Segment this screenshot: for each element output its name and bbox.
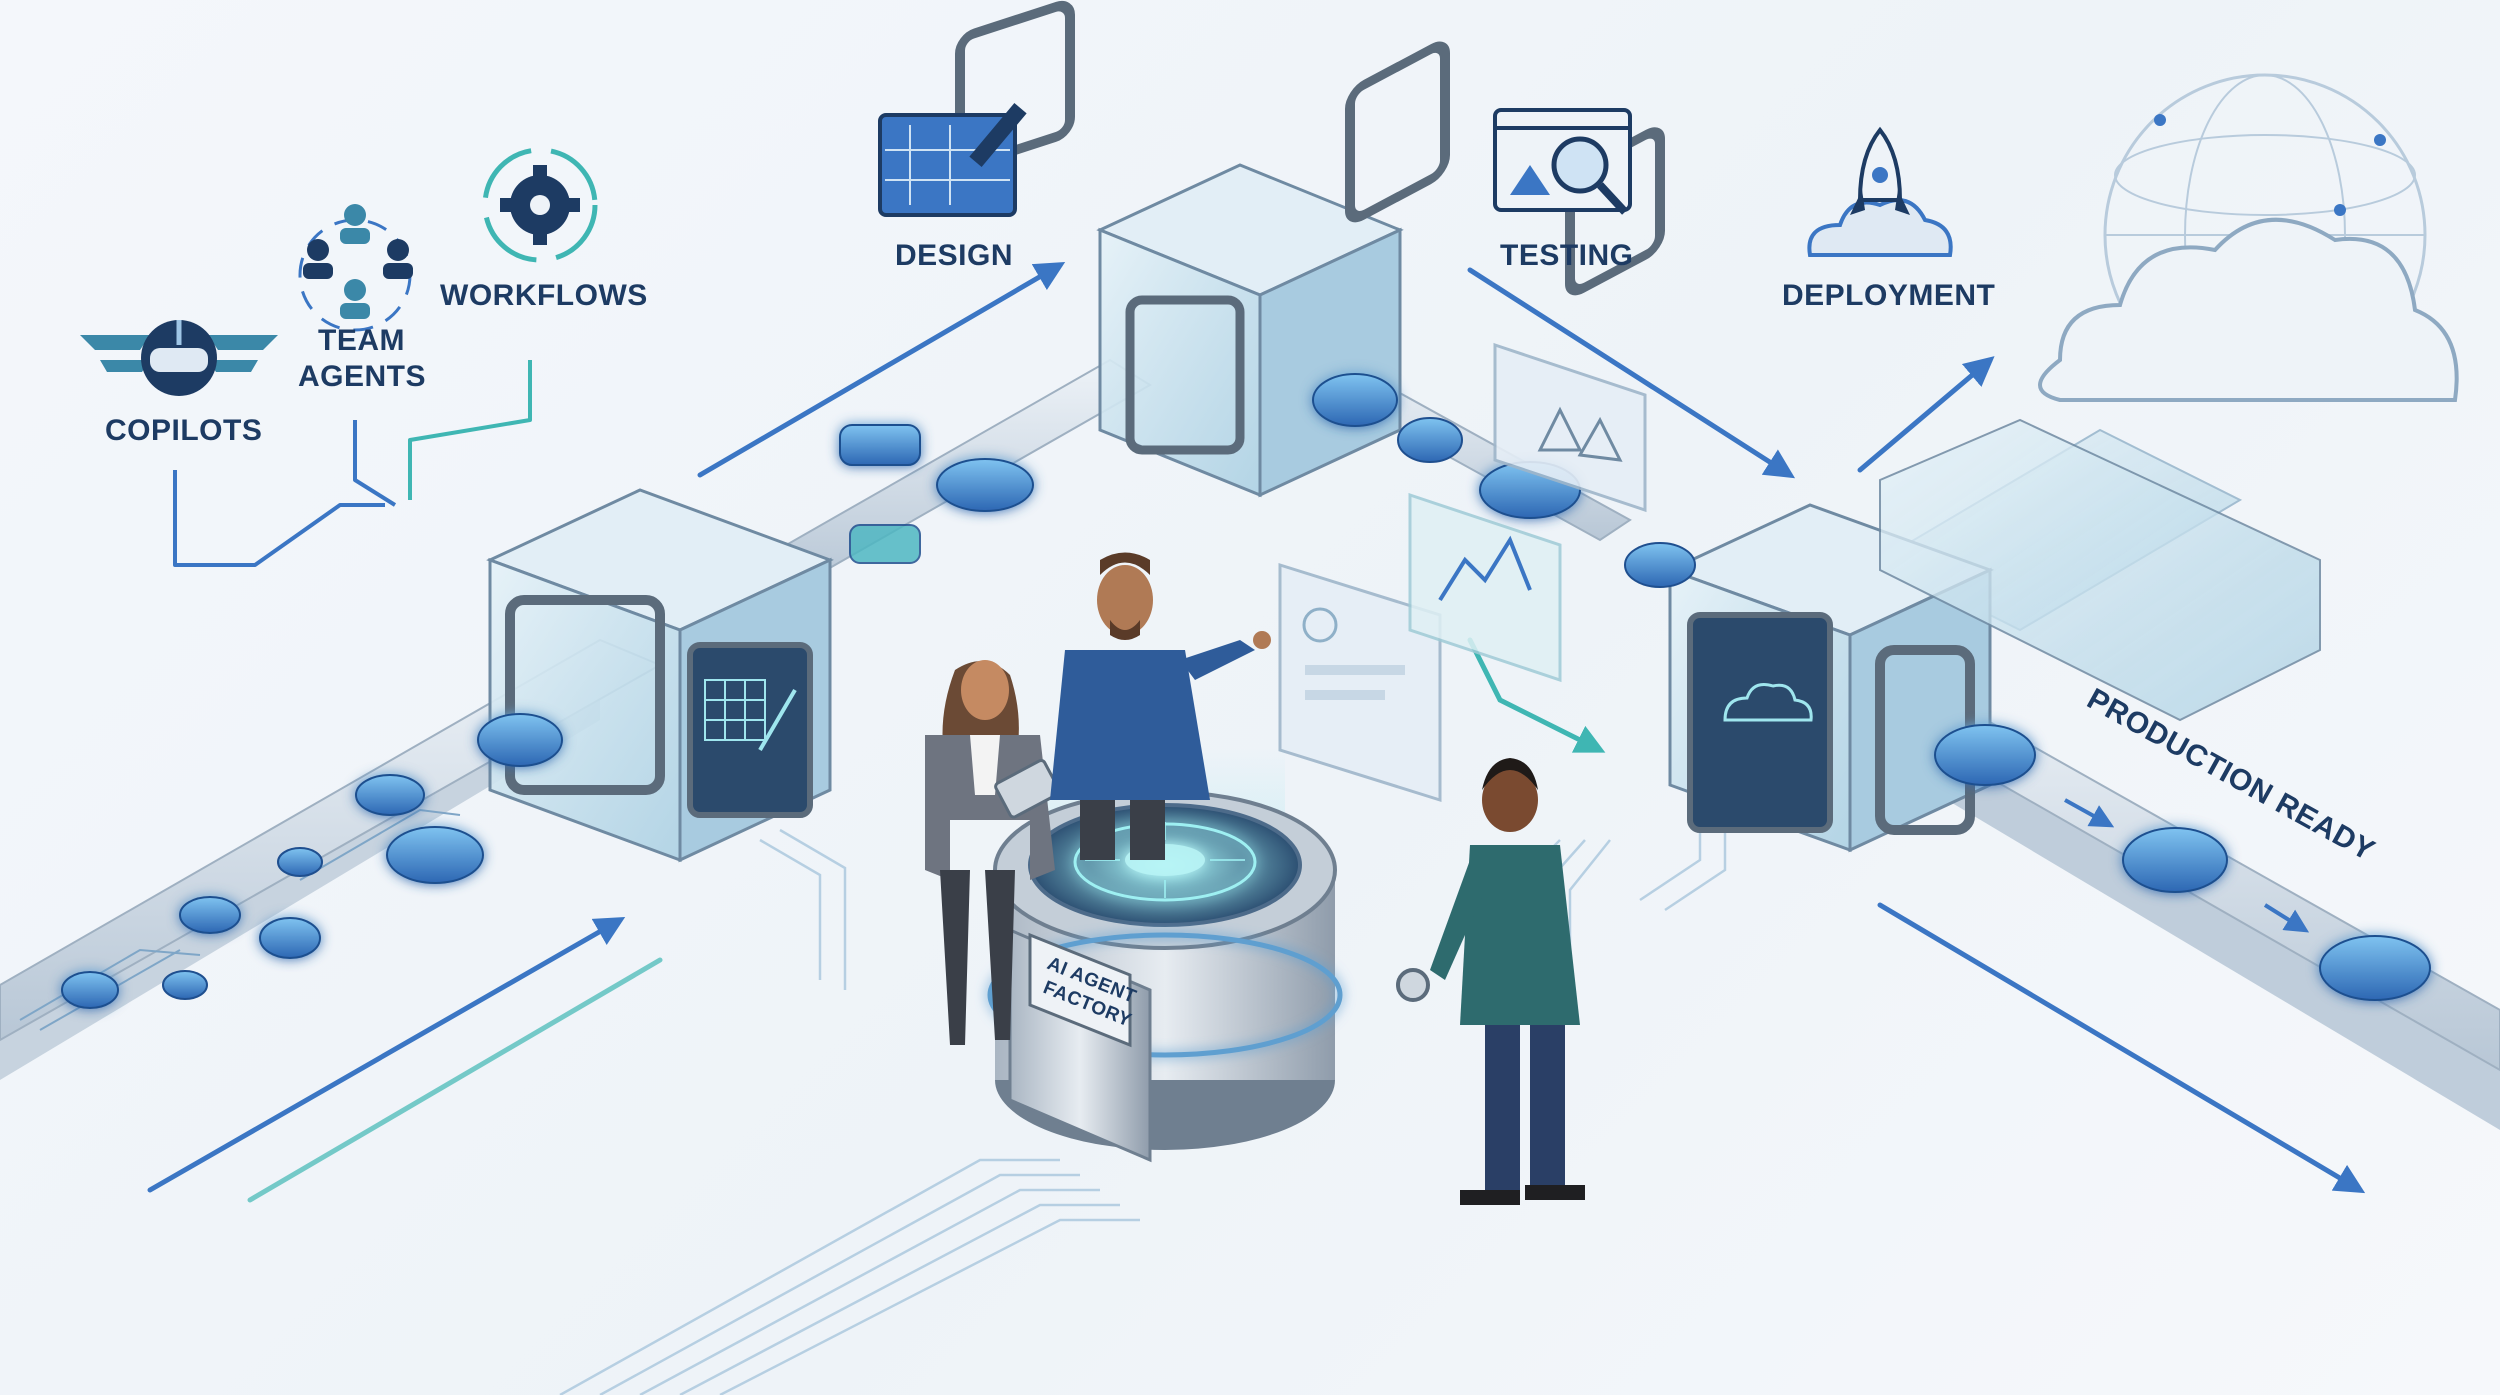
- team-people-circle-icon: [298, 204, 413, 332]
- station-left-box: [486, 488, 834, 863]
- factory-plate: [1028, 932, 1132, 1048]
- design-grid-screen-icon: [704, 679, 797, 752]
- browser-magnifier-icon: [1493, 108, 1632, 215]
- stage-station-boxes: [486, 0, 2321, 863]
- person-woman-with-tablet: [925, 660, 1061, 1045]
- person-man-at-console: [1430, 758, 1585, 1205]
- output-tunnel: [1879, 418, 2321, 722]
- label-design: DESIGN: [895, 239, 1013, 272]
- winged-pilot-helmet-icon: [80, 320, 278, 396]
- source-connector-lines: [173, 360, 532, 567]
- gear-cycle-icon: [482, 147, 598, 263]
- station-design-box: [1096, 163, 1404, 498]
- flow-arrows: [147, 261, 2366, 1203]
- person-man-pointing: [1050, 552, 1271, 860]
- rocket-cloud-icon: [1807, 126, 1953, 257]
- label-workflows: WORKFLOWS: [440, 279, 648, 312]
- console-dial[interactable]: [1396, 968, 1430, 1002]
- label-deployment: DEPLOYMENT: [1782, 279, 1995, 312]
- cloud-screen-icon: [1723, 683, 1813, 722]
- floating-holo-screens: [1278, 342, 1647, 803]
- label-agents: AGENTS: [298, 360, 426, 393]
- label-team: TEAM: [318, 324, 405, 357]
- label-copilots: COPILOTS: [105, 414, 262, 447]
- label-testing: TESTING: [1500, 239, 1634, 272]
- gate-design-right: [1345, 41, 1450, 223]
- blueprint-pencil-icon: [878, 103, 1027, 217]
- globe-cloud-icon: [2038, 73, 2459, 402]
- ai-agent-factory-console: AI AGENT FACTORY: [987, 745, 1430, 1163]
